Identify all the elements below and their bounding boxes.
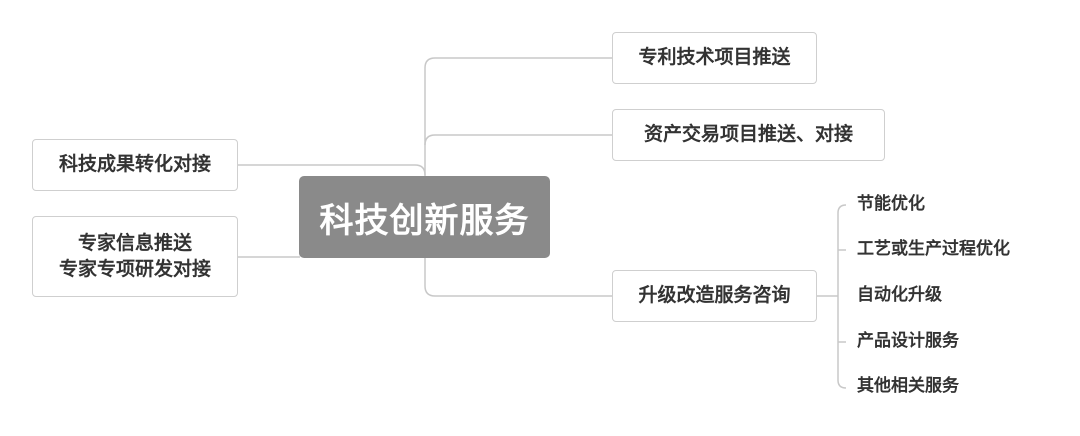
connector-right-trunk xyxy=(424,57,612,176)
connector-sub-bracket xyxy=(837,204,847,389)
connector-left-1 xyxy=(238,164,426,176)
node-patent-push-label: 专利技术项目推送 xyxy=(638,46,791,69)
sub-item-process: 工艺或生产过程优化 xyxy=(857,239,1010,259)
sub-item-energy: 节能优化 xyxy=(857,194,925,214)
sub-item-other: 其他相关服务 xyxy=(857,376,959,396)
node-asset-trade-label: 资产交易项目推送、对接 xyxy=(643,123,853,146)
node-upgrade-consult: 升级改造服务咨询 xyxy=(612,270,817,322)
node-asset-trade: 资产交易项目推送、对接 xyxy=(612,109,885,161)
node-upgrade-consult-label: 升级改造服务咨询 xyxy=(638,284,791,307)
center-node: 科技创新服务 xyxy=(299,176,550,258)
node-tech-transfer: 科技成果转化对接 xyxy=(32,139,238,191)
node-expert: 专家信息推送 专家专项研发对接 xyxy=(32,216,238,297)
sub-item-product-design: 产品设计服务 xyxy=(857,331,959,351)
connector-right-2 xyxy=(424,134,612,146)
node-tech-transfer-label: 科技成果转化对接 xyxy=(58,153,211,176)
center-node-label: 科技创新服务 xyxy=(319,200,530,241)
node-expert-label-2: 专家专项研发对接 xyxy=(58,257,211,280)
node-patent-push: 专利技术项目推送 xyxy=(612,32,817,84)
sub-item-automation: 自动化升级 xyxy=(857,285,942,305)
node-expert-label-1: 专家信息推送 xyxy=(77,231,192,254)
connector-right-3 xyxy=(424,258,612,297)
